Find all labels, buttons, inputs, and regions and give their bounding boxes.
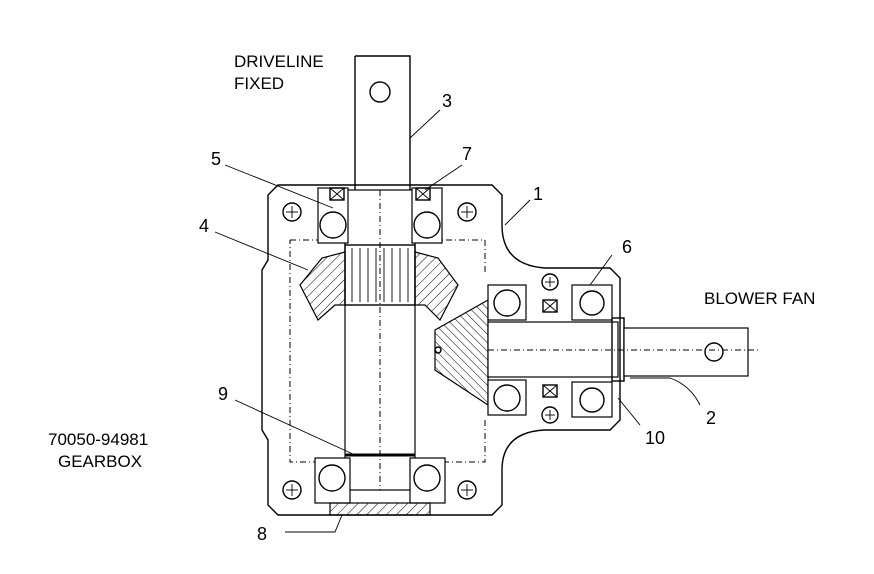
callout-1: 1 [533,184,543,204]
bottom-cap [329,502,431,516]
leader-lines [214,109,701,533]
callout-9: 9 [218,384,228,404]
driveline-label: DRIVELINE [234,52,324,71]
driveline-bracket [354,55,411,190]
callout-5: 5 [211,149,221,169]
bracket-hole [369,81,391,103]
top-seal-left [329,187,345,201]
callout-8: 8 [257,524,267,544]
top-seal-right [415,187,431,201]
fan-shaft-hole [704,342,724,362]
callout-6: 6 [622,237,632,257]
bolt-hole-top-right [457,202,477,222]
part-number-label: 70050-94981 [48,430,148,449]
annotations: DRIVELINE FIXED BLOWER FAN 70050-94981 G… [48,52,815,544]
callout-7: 7 [462,144,472,164]
blower-fan-label: BLOWER FAN [704,289,815,308]
vertical-shaft [344,189,416,491]
bolt-hole-side-bottom [541,406,559,424]
callout-3: 3 [442,91,452,111]
driveline-fixed-label: FIXED [234,74,284,93]
bolt-hole-top-left [282,202,302,222]
pinion-gear [434,298,489,407]
part-name-label: GEARBOX [58,452,142,471]
callout-2: 2 [706,408,716,428]
side-bearings [487,284,613,418]
callout-4: 4 [199,216,209,236]
bolt-hole-side-top [541,273,559,291]
bottom-bearing [314,453,446,516]
horizontal-shaft [487,317,760,382]
bevel-gear [299,251,459,322]
fan-shaft-flat [623,327,749,377]
bolt-hole-bottom-left [282,480,302,500]
top-bearing [317,187,443,244]
bolt-hole-bottom-right [457,480,477,500]
callout-10: 10 [645,428,665,448]
